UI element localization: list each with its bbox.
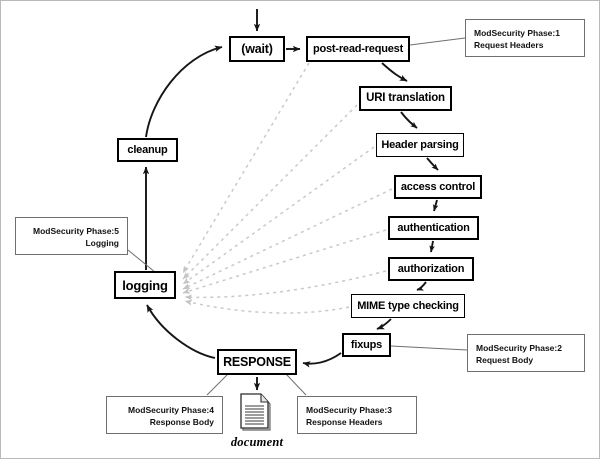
- note-phase-5-line-2: Logging: [85, 238, 119, 249]
- note-phase-4-line-2: Response Body: [149, 417, 214, 428]
- node-logging-label: logging: [122, 277, 168, 293]
- note-phase-1-line-1: ModSecurity Phase:1: [474, 28, 560, 38]
- node-authentication-label: authentication: [397, 221, 470, 234]
- note-phase-3-line-2: Response Headers: [306, 417, 383, 428]
- note-modsecurity-phase-5: ModSecurity Phase:5 Logging: [15, 217, 128, 255]
- node-authorization[interactable]: authorization: [388, 257, 474, 281]
- node-mime-type-checking[interactable]: MIME type checking: [351, 294, 465, 318]
- node-header-parsing-label: Header parsing: [381, 138, 459, 151]
- document-node: document: [225, 393, 289, 450]
- node-access-control-label: access control: [400, 180, 476, 193]
- note-modsecurity-phase-1: ModSecurity Phase:1 Request Headers: [465, 19, 585, 57]
- node-post-read-request[interactable]: post-read-request: [306, 36, 410, 62]
- node-response[interactable]: RESPONSE: [217, 349, 297, 375]
- node-uri-translation[interactable]: URI translation: [359, 86, 452, 111]
- node-cleanup-label: cleanup: [127, 143, 168, 156]
- node-fixups[interactable]: fixups: [342, 333, 391, 357]
- note-phase-5-line-1: ModSecurity Phase:5: [33, 226, 119, 236]
- node-logging[interactable]: logging: [114, 271, 176, 299]
- note-modsecurity-phase-2: ModSecurity Phase:2 Request Body: [467, 334, 585, 372]
- node-post-read-request-label: post-read-request: [312, 42, 404, 55]
- node-mime-type-checking-label: MIME type checking: [357, 299, 459, 312]
- node-authorization-label: authorization: [397, 262, 465, 275]
- node-access-control[interactable]: access control: [394, 175, 482, 199]
- note-modsecurity-phase-4: ModSecurity Phase:4 Response Body: [106, 396, 223, 434]
- note-phase-3-line-1: ModSecurity Phase:3: [306, 405, 392, 415]
- node-cleanup[interactable]: cleanup: [117, 138, 178, 162]
- node-response-label: RESPONSE: [223, 354, 291, 369]
- node-header-parsing[interactable]: Header parsing: [376, 133, 464, 157]
- node-uri-translation-label: URI translation: [366, 91, 445, 104]
- node-wait-label: (wait): [241, 41, 273, 56]
- note-phase-2-line-2: Request Body: [476, 355, 534, 366]
- document-icon: [240, 393, 271, 431]
- node-fixups-label: fixups: [350, 338, 383, 351]
- note-phase-2-line-1: ModSecurity Phase:2: [476, 343, 562, 353]
- document-label: document: [230, 435, 284, 449]
- node-wait[interactable]: (wait): [229, 36, 285, 62]
- node-authentication[interactable]: authentication: [388, 216, 479, 240]
- note-phase-4-line-1: ModSecurity Phase:4: [128, 405, 214, 415]
- note-phase-1-line-2: Request Headers: [474, 40, 544, 51]
- note-modsecurity-phase-3: ModSecurity Phase:3 Response Headers: [297, 396, 417, 434]
